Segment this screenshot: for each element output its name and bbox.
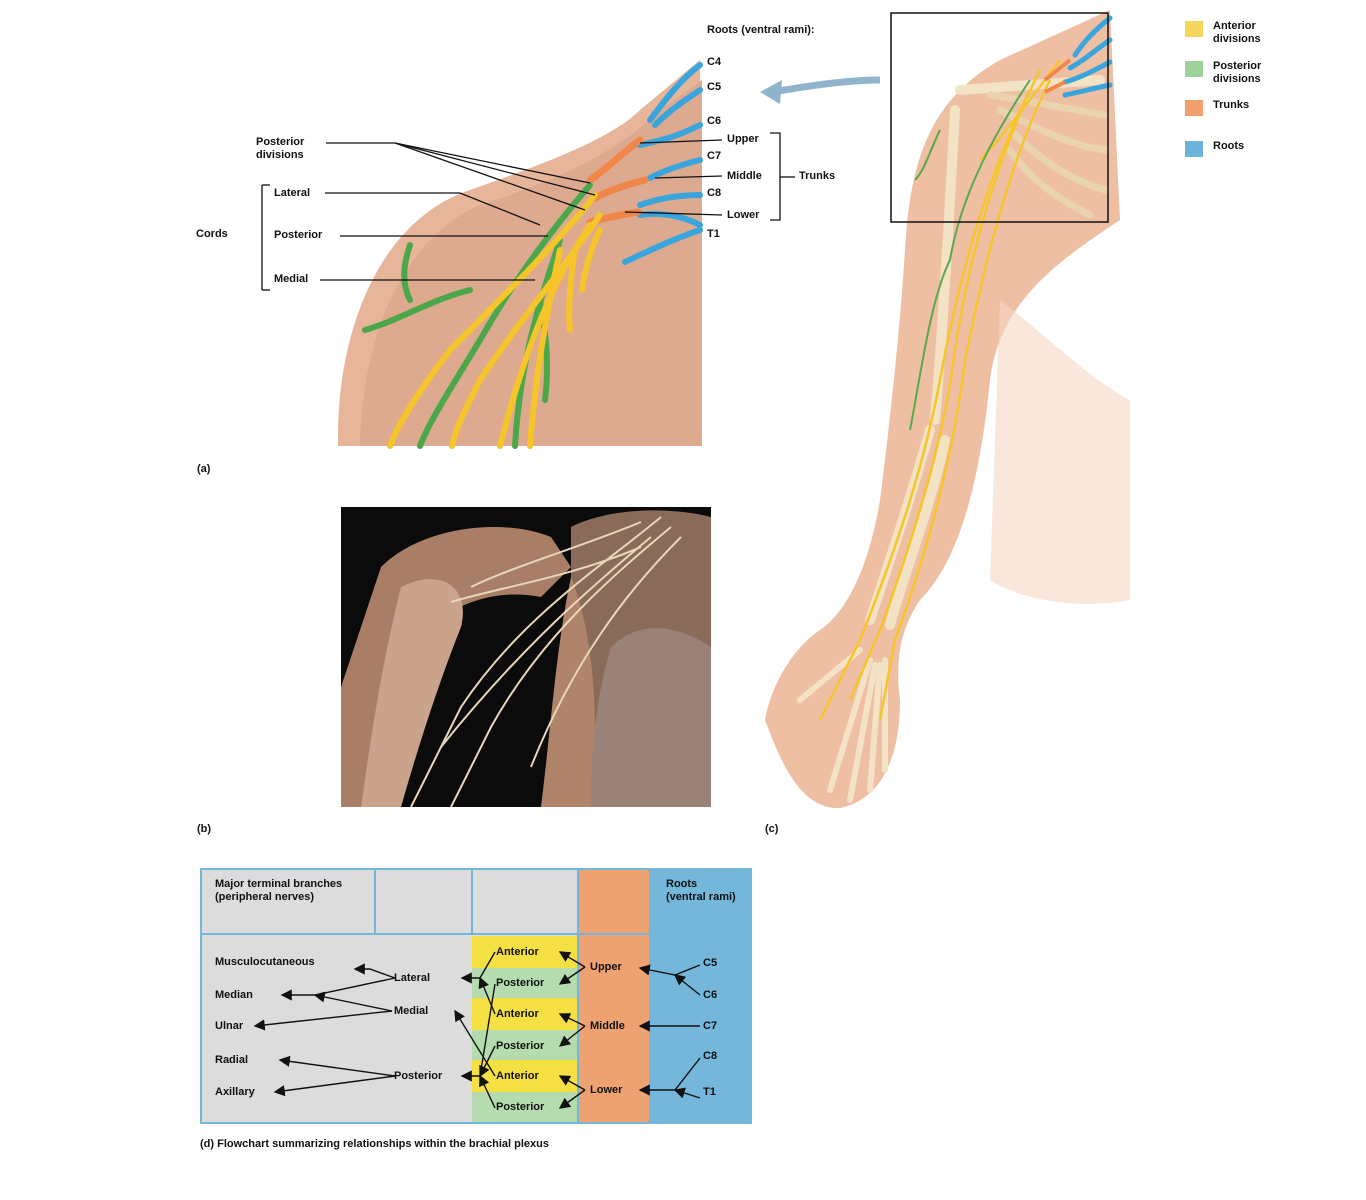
trunk-upper: Upper (590, 961, 622, 973)
cord-lateral: Lateral (394, 972, 431, 984)
branch-musculocutaneous: Musculocutaneous (215, 956, 315, 968)
division-anterior-middle: Anterior (496, 1008, 539, 1020)
legend-swatch-anterior (1185, 21, 1203, 37)
posterior-divisions-label: Posterior divisions (256, 136, 305, 161)
root-t1: T1 (703, 1086, 716, 1098)
root-label-c6: C6 (707, 115, 722, 127)
legend-swatch-roots (1185, 141, 1203, 157)
trunk-middle-label: Middle (727, 170, 762, 182)
panel-a-letter: (a) (197, 463, 211, 475)
root-label-c7: C7 (707, 150, 722, 162)
legend-item-posterior: Posterior divisions (1185, 60, 1335, 92)
branch-radial: Radial (215, 1054, 249, 1066)
flowchart-art (200, 868, 752, 1124)
legend-label-anterior: Anterior divisions (1213, 20, 1261, 45)
header-branches: Major terminal branches (peripheral nerv… (215, 878, 343, 903)
figure-caption: (d) Flowchart summarizing relationships … (200, 1138, 549, 1150)
cord-posterior-label: Posterior (274, 229, 323, 241)
panel-b-letter: (b) (197, 823, 212, 835)
roots-title: Roots (ventral rami): (707, 24, 815, 36)
root-c6: C6 (703, 989, 718, 1001)
cord-posterior: Posterior (394, 1070, 443, 1082)
legend-swatch-posterior (1185, 61, 1203, 77)
legend-item-anterior: Anterior divisions (1185, 20, 1335, 52)
legend-item-trunks: Trunks (1185, 99, 1335, 119)
division-anterior-upper: Anterior (496, 946, 539, 958)
root-c5: C5 (703, 957, 718, 969)
header-roots: Roots (ventral rami) (666, 878, 736, 903)
cord-medial: Medial (394, 1005, 429, 1017)
cord-lateral-label: Lateral (274, 187, 311, 199)
legend-swatch-trunks (1185, 100, 1203, 116)
root-label-c5: C5 (707, 81, 722, 93)
trunk-upper-label: Upper (727, 133, 759, 145)
cord-medial-label: Medial (274, 273, 309, 285)
dissection-photo (341, 507, 711, 807)
root-c7: C7 (703, 1020, 718, 1032)
trunks-label: Trunks (799, 170, 836, 182)
root-label-t1: T1 (707, 228, 720, 240)
legend-label-roots: Roots (1213, 140, 1245, 152)
division-posterior-middle: Posterior (496, 1040, 545, 1052)
dissection-photo-art (341, 507, 711, 807)
legend-label-trunks: Trunks (1213, 99, 1250, 111)
branch-axillary: Axillary (215, 1086, 255, 1098)
trunk-lower-label: Lower (727, 209, 760, 221)
branch-ulnar: Ulnar (215, 1020, 244, 1032)
brachial-plexus-flowchart: Major terminal branches (peripheral nerv… (200, 868, 752, 1124)
division-posterior-upper: Posterior (496, 977, 545, 989)
legend-label-posterior: Posterior divisions (1213, 60, 1262, 85)
root-label-c4: C4 (707, 56, 722, 68)
division-anterior-lower: Anterior (496, 1070, 539, 1082)
trunk-middle: Middle (590, 1020, 625, 1032)
root-c8: C8 (703, 1050, 718, 1062)
root-label-c8: C8 (707, 187, 722, 199)
cords-label: Cords (196, 228, 228, 240)
trunk-lower: Lower (590, 1084, 623, 1096)
legend-item-roots: Roots (1185, 140, 1335, 160)
division-posterior-lower: Posterior (496, 1101, 545, 1113)
panel-c-letter: (c) (765, 823, 779, 835)
branch-median: Median (215, 989, 253, 1001)
